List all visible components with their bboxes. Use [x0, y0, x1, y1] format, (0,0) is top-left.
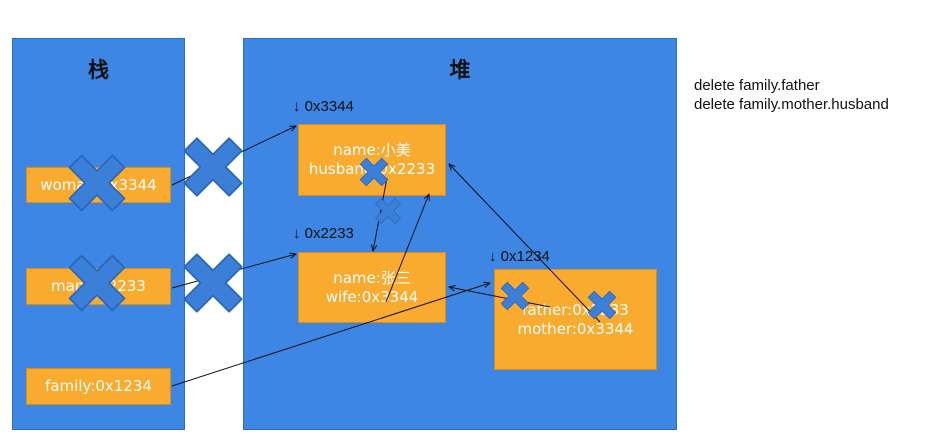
- cross-icon: [500, 281, 530, 311]
- arrow-mother-to-xiaomei: [449, 164, 601, 323]
- address-label: 0x2233: [304, 225, 354, 242]
- stack-var-label: family:0x1234: [45, 377, 152, 395]
- cross-icon: [68, 154, 126, 212]
- heap-address-2233: ↓ 0x2233: [293, 225, 354, 242]
- cross-icon: [183, 137, 243, 197]
- heap-title: 堆: [449, 58, 471, 82]
- object-field: mother:0x3344: [517, 319, 634, 338]
- stack-panel: 栈: [12, 38, 185, 430]
- stack-var-family: family:0x1234: [26, 368, 171, 405]
- object-field: wife:0x3344: [325, 287, 419, 306]
- cross-icon: [359, 157, 389, 187]
- cross-icon: [587, 290, 617, 320]
- arrow-family-to-object: [171, 283, 490, 387]
- cross-icon: [68, 254, 126, 312]
- heap-object-xiaomei: name:小美 husband:0x2233: [298, 124, 446, 196]
- arrow-wife-to-xiaomei: [385, 194, 429, 303]
- address-label: 0x1234: [500, 248, 550, 265]
- heap-address-1234: ↓ 0x1234: [489, 248, 550, 265]
- address-label: 0x3344: [304, 98, 354, 115]
- note-line: delete family.mother.husband: [694, 96, 889, 113]
- note-line: delete family.father: [694, 77, 820, 94]
- cross-icon: [183, 253, 243, 313]
- heap-address-3344: ↓ 0x3344: [293, 98, 354, 115]
- arrow-father-to-zhangsan: [449, 287, 551, 308]
- object-field: name:张三: [333, 268, 411, 287]
- heap-object-zhangsan: name:张三 wife:0x3344: [298, 252, 446, 323]
- delete-notes: delete family.father delete family.mothe…: [694, 76, 889, 114]
- stack-title: 栈: [88, 58, 109, 82]
- object-field: name:小美: [333, 141, 411, 159]
- cross-icon: [375, 198, 401, 224]
